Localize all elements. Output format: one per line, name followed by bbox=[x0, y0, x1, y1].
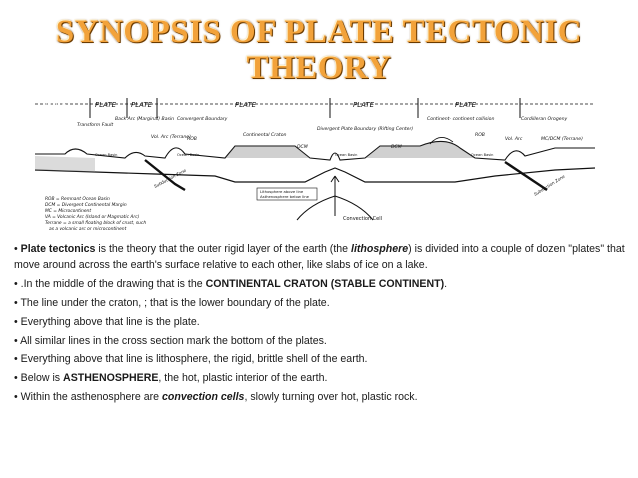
bullet-item: • Everything above that line is the plat… bbox=[14, 315, 200, 328]
plate-tectonics-cross-section: PLATE PLATE PLATE PLATE PLATE PLATE Tran… bbox=[35, 98, 595, 232]
vol-arc-left-label: Vol. Arc (Terrane) bbox=[151, 134, 191, 140]
ocean-basin-label: Ocean Basin bbox=[471, 153, 493, 157]
bullet-item: • Below is ASTHENOSPHERE, the hot, plast… bbox=[14, 372, 328, 385]
bullet-item: • Plate tectonics is the theory that the… bbox=[14, 243, 625, 271]
rob-left-label: ROB bbox=[187, 136, 197, 142]
divergent-label: Divergent Plate Boundary (Rifting Center… bbox=[317, 126, 413, 132]
slide-title: SYNOPSIS OF PLATE TECTONIC THEORY bbox=[40, 14, 598, 86]
craton-label: Continental Craton bbox=[243, 132, 287, 138]
bullet-item: • All similar lines in the cross section… bbox=[14, 334, 327, 347]
bullet-list: • Plate tectonics is the theory that the… bbox=[14, 242, 626, 409]
legend-item: ROB = Remnant Ocean Basin bbox=[45, 196, 110, 202]
bullet-item: • .In the middle of the drawing that is … bbox=[14, 277, 448, 290]
legend-item: DCM = Divergent Continental Margin bbox=[45, 202, 127, 208]
rob-right-label: ROB bbox=[475, 132, 485, 138]
ocean-basin-label: Ocean Basin bbox=[335, 153, 357, 157]
back-arc-label: Back Arc (Marginal) Basin bbox=[115, 116, 174, 122]
plate-label: PLATE bbox=[45, 101, 67, 109]
plate-label: PLATE bbox=[353, 101, 375, 109]
legend-item: Terrane = a small floating block of crus… bbox=[45, 220, 146, 226]
vol-arc-right-label: Vol. Arc bbox=[505, 136, 523, 142]
title-line-1: SYNOPSIS OF PLATE TECTONIC bbox=[55, 14, 583, 50]
continent-collision-label: Continent- continent collision bbox=[427, 116, 494, 122]
asthenosphere-label: Asthenosphere below line bbox=[260, 194, 310, 199]
lithosphere-label: Lithosphere above line bbox=[260, 189, 304, 194]
bullet-item: • Everything above that line is lithosph… bbox=[14, 353, 368, 366]
cordilleran-label: Cordilleran Orogeny bbox=[521, 116, 568, 122]
plate-label: PLATE bbox=[235, 101, 257, 109]
title-line-2: THEORY bbox=[246, 50, 392, 86]
dcm-left-label: DCM bbox=[297, 144, 308, 150]
ocean-basin-label: Ocean Basin bbox=[177, 153, 199, 157]
transform-fault-label: Transform Fault bbox=[77, 122, 113, 128]
plate-label: PLATE bbox=[95, 101, 117, 109]
bullet-item: • The line under the craton, ; that is t… bbox=[14, 296, 330, 309]
convection-cell-label: Convection Cell bbox=[343, 216, 382, 222]
ocean-basin-label: Ocean Basin bbox=[95, 153, 117, 157]
legend-item: MC = Microcontinent bbox=[45, 208, 91, 214]
emphasis-term: lithosphere bbox=[351, 243, 409, 255]
convergent-label: Convergent Boundary bbox=[177, 116, 228, 122]
mc-dcm-label: MC/DCM (Terrane) bbox=[541, 136, 583, 142]
plate-label: PLATE bbox=[455, 101, 477, 109]
bold-term: ASTHENOSPHERE bbox=[63, 372, 159, 385]
bullet-item: • Within the asthenosphere are convectio… bbox=[14, 391, 418, 404]
dcm-right-label: DCM bbox=[391, 144, 402, 150]
legend-item: VA = Volcanic Arc (Island or Magmatic Ar… bbox=[45, 214, 140, 220]
plate-label: PLATE bbox=[131, 101, 153, 109]
emphasis-term: convection cells bbox=[162, 391, 245, 404]
legend-item: as a volcanic arc or microcontinent bbox=[49, 226, 127, 232]
bold-term: Plate tectonics bbox=[20, 243, 96, 255]
bold-term: CONTINENTAL CRATON (STABLE CONTINENT) bbox=[205, 277, 445, 290]
